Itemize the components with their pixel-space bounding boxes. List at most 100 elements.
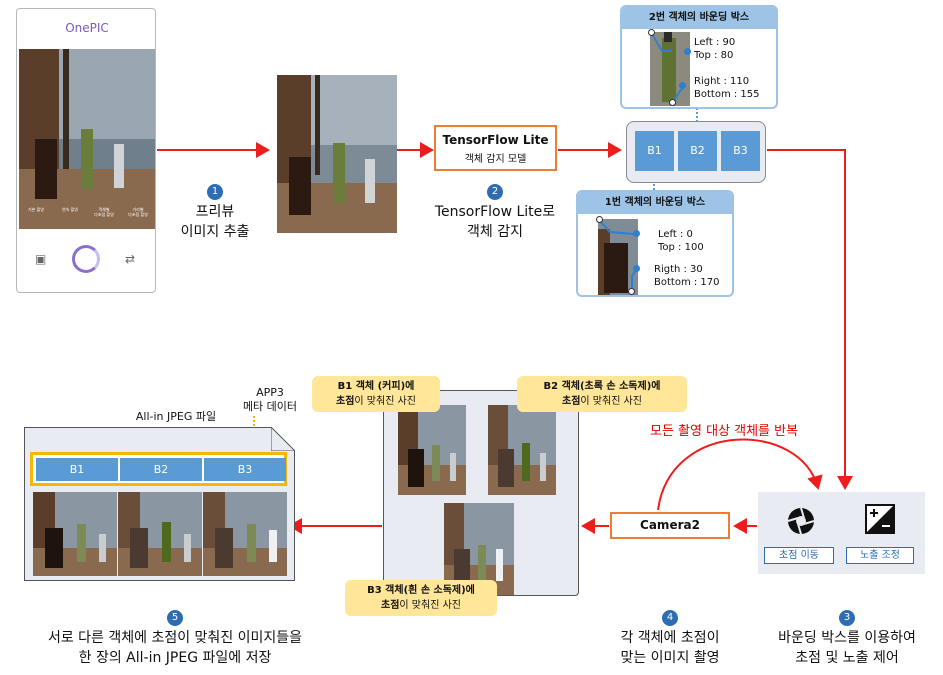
jpeg-box-b2: B2 (120, 458, 202, 481)
step-number: 4 (662, 610, 678, 626)
exposure-icon (865, 504, 895, 534)
corner-marker (596, 216, 603, 223)
step-line: 서로 다른 객체에 초점이 맞춰진 이미지들을 (47, 630, 303, 646)
step-line: TensorFlow Lite로 (434, 204, 556, 220)
bbox-card-object-2: 2번 객체의 바운딩 박스 Left : 90 Top : 80 Right :… (620, 5, 778, 109)
label-dot (679, 82, 686, 89)
step-line: 바운딩 박스를 이용하여 (778, 630, 916, 646)
label-dot (633, 265, 640, 272)
callout-rest: 이 맞춰진 사진 (399, 600, 461, 611)
callout-rest: 이 맞춰진 사진 (354, 396, 416, 407)
step-line: 객체 감지 (467, 224, 523, 240)
bbox-left: Left : 90 (694, 37, 736, 48)
jpeg-box-b1: B1 (36, 458, 118, 481)
meta-label: APP3 메타 데이터 (230, 386, 310, 414)
metadata-band: B1 B2 B3 (30, 452, 287, 486)
photo-focus-b3 (444, 503, 514, 595)
folded-corner (270, 425, 297, 452)
callout-b2: B2 객체(초록 손 소독제)에 초점이 맞춰진 사진 (517, 376, 687, 412)
photo-focus-b1 (398, 405, 466, 495)
jpeg-file-label: All-in JPEG 파일 (135, 410, 217, 423)
jpeg-photo-2 (118, 492, 202, 576)
corner-marker (628, 288, 635, 295)
bbox-right: Rigth : 30 (654, 264, 703, 275)
bbox-top: Top : 100 (658, 242, 704, 253)
step-3-caption: 3 바운딩 박스를 이용하여 초점 및 노출 제어 (752, 606, 942, 668)
loop-note: 모든 촬영 대상 객체를 반복 (650, 424, 799, 439)
box-b1: B1 (635, 131, 674, 171)
box-b3: B3 (721, 131, 760, 171)
bbox-bottom: Bottom : 155 (694, 89, 760, 100)
callout-bold: 초점 (381, 600, 400, 611)
tensorflow-subtitle: 객체 감지 모델 (464, 154, 527, 165)
bbox-left-top: Left : 90 Top : 80 (694, 36, 735, 62)
jpeg-photo-3 (203, 492, 287, 576)
mode-label[interactable]: 거리별 다초점 촬영 (128, 207, 148, 217)
label-dot (684, 48, 691, 55)
mode-label[interactable]: 객체별 다초점 촬영 (94, 207, 114, 217)
bbox-card-object-1: 1번 객체의 바운딩 박스 Left : 0 Top : 100 Rigth :… (576, 190, 734, 297)
phone-preview-photo (19, 49, 155, 229)
bounding-box-tray: B1 B2 B3 (626, 121, 766, 183)
step-5-caption: 5 서로 다른 객체에 초점이 맞춰진 이미지들을 한 장의 All-in JP… (5, 606, 345, 668)
object-2-photo (650, 32, 690, 106)
tensorflow-box: TensorFlow Lite 객체 감지 모델 (434, 125, 557, 171)
preview-image (277, 75, 397, 233)
step-number: 5 (167, 610, 183, 626)
aperture-icon (787, 507, 815, 535)
step-line: 각 객체에 초점이 (620, 630, 720, 646)
bbox-top: Top : 80 (694, 50, 734, 61)
phone-mockup: OnePIC 기본 촬영 연속 촬영 객체별 다초점 촬영 거리별 다초점 촬영… (16, 8, 156, 293)
mode-label[interactable]: 연속 촬영 (62, 207, 78, 212)
callout-bold: 초점 (562, 396, 581, 407)
photo-focus-b2 (488, 405, 556, 495)
callout-title: B3 객체(흰 손 소독제)에 (367, 585, 475, 596)
camera2-box: Camera2 (610, 512, 730, 539)
jpeg-photo-1 (33, 492, 117, 576)
shutter-button[interactable] (72, 245, 100, 273)
step-line: 한 장의 All-in JPEG 파일에 저장 (78, 650, 272, 666)
callout-bold: 초점 (336, 396, 355, 407)
bbox-right: Right : 110 (694, 76, 750, 87)
step-line: 맞는 이미지 촬영 (620, 650, 720, 666)
step-4-caption: 4 각 객체에 초점이 맞는 이미지 촬영 (595, 606, 745, 668)
focus-move-button[interactable]: 초점 이동 (764, 547, 834, 564)
bbox-right-bottom: Right : 110 Bottom : 155 (694, 75, 760, 101)
meta-line: 메타 데이터 (242, 400, 298, 413)
all-in-jpeg-file: B1 B2 B3 (24, 425, 297, 581)
mode-labels: 기본 촬영 연속 촬영 객체별 다초점 촬영 거리별 다초점 촬영 (19, 207, 155, 217)
callout-rest: 이 맞춰진 사진 (580, 396, 642, 407)
bbox-right-bottom: Rigth : 30 Bottom : 170 (654, 263, 720, 289)
step-line: 프리뷰 (195, 204, 235, 220)
callout-b1: B1 객체 (커피)에 초점이 맞춰진 사진 (312, 376, 440, 412)
switch-camera-icon[interactable]: ⇄ (125, 252, 136, 266)
corner-marker (669, 99, 676, 106)
box-b2: B2 (678, 131, 717, 171)
corner-marker (648, 29, 655, 36)
step-1-caption: 1 프리뷰 이미지 추출 (160, 180, 270, 242)
step-number: 3 (839, 610, 855, 626)
step-number: 1 (207, 184, 223, 200)
captured-photos-sheet (383, 390, 579, 596)
app-title: OnePIC (65, 21, 109, 35)
bbox-left: Left : 0 (658, 229, 693, 240)
step-2-caption: 2 TensorFlow Lite로 객체 감지 (420, 180, 570, 242)
step-line: 이미지 추출 (180, 224, 250, 240)
mode-label[interactable]: 기본 촬영 (28, 207, 44, 212)
meta-line: APP3 (256, 386, 284, 399)
step-line: 초점 및 노출 제어 (795, 650, 899, 666)
step-number: 2 (487, 184, 503, 200)
bbox-bottom: Bottom : 170 (654, 277, 720, 288)
exposure-adjust-button[interactable]: 노출 조정 (846, 547, 914, 564)
callout-title: B1 객체 (커피)에 (337, 381, 415, 392)
bbox-left-top: Left : 0 Top : 100 (658, 228, 704, 254)
label-dot (633, 230, 640, 237)
card-title: 2번 객체의 바운딩 박스 (622, 7, 776, 29)
callout-b3: B3 객체(흰 손 소독제)에 초점이 맞춰진 사진 (345, 580, 497, 616)
camera-controls-panel: 초점 이동 노출 조정 (758, 492, 925, 574)
callout-title: B2 객체(초록 손 소독제)에 (543, 381, 661, 392)
tensorflow-title: TensorFlow Lite (442, 133, 549, 147)
gallery-icon[interactable]: ▣ (35, 252, 47, 266)
jpeg-box-b3: B3 (204, 458, 286, 481)
card-title: 1번 객체의 바운딩 박스 (578, 192, 732, 214)
